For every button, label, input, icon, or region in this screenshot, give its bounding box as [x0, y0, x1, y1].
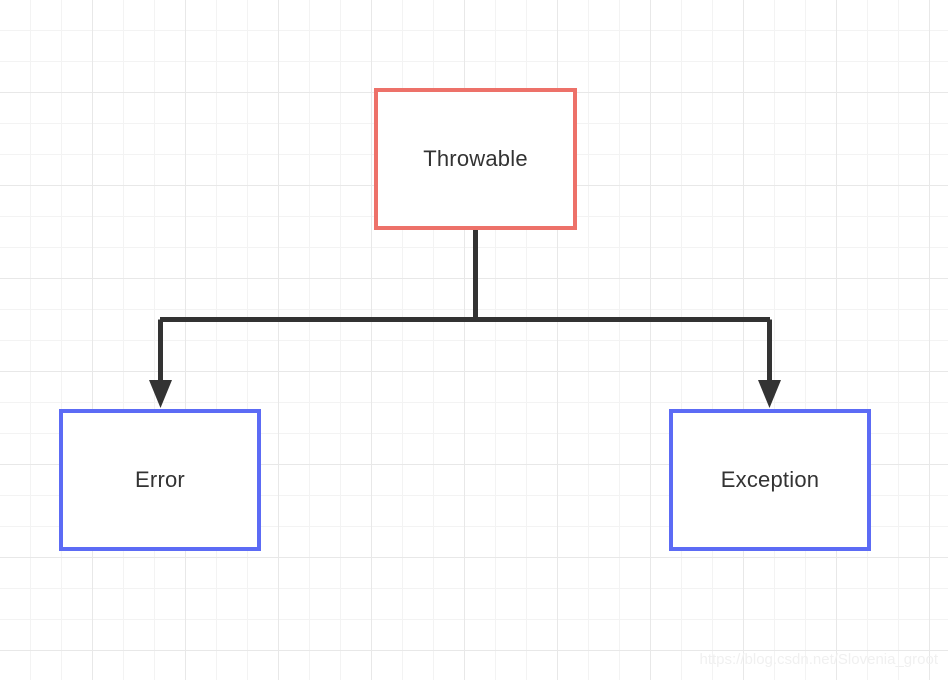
node-exception[interactable]: Exception — [669, 409, 871, 551]
arrowhead-error-icon — [149, 380, 172, 408]
node-error[interactable]: Error — [59, 409, 261, 551]
node-error-label: Error — [135, 467, 185, 492]
arrowhead-exception-icon — [758, 380, 781, 408]
node-exception-label: Exception — [720, 467, 820, 492]
node-throwable[interactable]: Throwable — [374, 88, 577, 230]
node-throwable-label: Throwable — [423, 146, 528, 171]
watermark: https://blog.csdn.net/Slovenia_groot — [699, 651, 939, 668]
